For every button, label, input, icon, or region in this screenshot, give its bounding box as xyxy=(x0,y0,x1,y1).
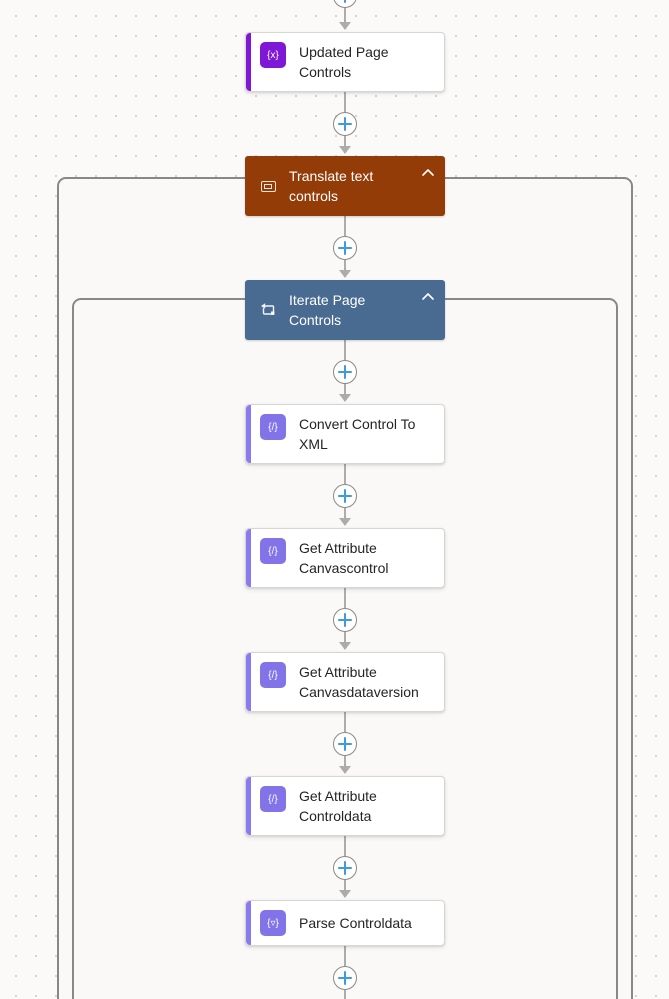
action-title: Parse Controldata xyxy=(299,915,412,931)
connector-line xyxy=(344,340,346,360)
connector-line xyxy=(344,464,346,484)
connector-line xyxy=(344,588,346,608)
insert-action-button[interactable] xyxy=(333,966,357,990)
connector-line xyxy=(344,880,346,890)
parse-icon: {▿} xyxy=(260,910,286,936)
connector-line xyxy=(344,632,346,642)
connector-line xyxy=(344,260,346,270)
connector-arrowhead xyxy=(339,642,351,650)
scope-card-translate-text-controls[interactable]: Translate text controls xyxy=(245,156,445,216)
connector-line xyxy=(344,756,346,766)
card-accent-bar xyxy=(246,653,251,711)
action-title: Updated Page Controls xyxy=(299,44,389,80)
card-accent-bar xyxy=(246,901,251,945)
chevron-up-icon[interactable] xyxy=(419,164,437,180)
code-braces-icon: {/} xyxy=(260,414,286,440)
scope-icon xyxy=(259,177,277,195)
connector-line xyxy=(344,8,346,22)
connector-line xyxy=(344,946,346,966)
action-card-get-attribute-canvasdataversion[interactable]: {/} Get Attribute Canvasdataversion xyxy=(245,652,445,712)
connector-line xyxy=(344,990,346,999)
card-accent-bar xyxy=(246,33,251,91)
action-card-updated-page-controls[interactable]: {x} Updated Page Controls xyxy=(245,32,445,92)
action-card-get-attribute-controldata[interactable]: {/} Get Attribute Controldata xyxy=(245,776,445,836)
insert-action-button[interactable] xyxy=(333,236,357,260)
connector-arrowhead xyxy=(339,394,351,402)
variable-icon: {x} xyxy=(260,42,286,68)
insert-action-button[interactable] xyxy=(333,608,357,632)
flow-sequence: {x} Updated Page Controls Translate text… xyxy=(245,0,445,999)
connector-arrowhead xyxy=(339,766,351,774)
action-card-convert-control-to-xml[interactable]: {/} Convert Control To XML xyxy=(245,404,445,464)
action-title: Get Attribute Canvasdataversion xyxy=(299,664,419,700)
code-braces-icon: {/} xyxy=(260,662,286,688)
loop-card-iterate-page-controls[interactable]: Iterate Page Controls xyxy=(245,280,445,340)
chevron-up-icon[interactable] xyxy=(419,288,437,304)
connector-line xyxy=(344,92,346,112)
connector-arrowhead xyxy=(339,270,351,278)
connector-line xyxy=(344,508,346,518)
loop-title: Iterate Page Controls xyxy=(289,292,366,328)
action-title: Convert Control To XML xyxy=(299,416,416,452)
code-braces-icon: {/} xyxy=(260,786,286,812)
connector-arrowhead xyxy=(339,518,351,526)
action-title: Get Attribute Controldata xyxy=(299,788,377,824)
action-title: Get Attribute Canvascontrol xyxy=(299,540,389,576)
action-card-parse-controldata[interactable]: {▿} Parse Controldata xyxy=(245,900,445,946)
loop-icon xyxy=(259,301,277,319)
insert-action-button[interactable] xyxy=(333,0,357,8)
scope-title: Translate text controls xyxy=(289,168,374,204)
connector-line xyxy=(344,712,346,732)
connector-line xyxy=(344,136,346,146)
insert-action-button[interactable] xyxy=(333,360,357,384)
insert-action-button[interactable] xyxy=(333,112,357,136)
card-accent-bar xyxy=(246,405,251,463)
insert-action-button[interactable] xyxy=(333,484,357,508)
connector-arrowhead xyxy=(339,22,351,30)
card-accent-bar xyxy=(246,777,251,835)
card-accent-bar xyxy=(246,529,251,587)
insert-action-button[interactable] xyxy=(333,856,357,880)
code-braces-icon: {/} xyxy=(260,538,286,564)
connector-line xyxy=(344,836,346,856)
insert-action-button[interactable] xyxy=(333,732,357,756)
connector-line xyxy=(344,384,346,394)
connector-arrowhead xyxy=(339,146,351,154)
action-card-get-attribute-canvascontrol[interactable]: {/} Get Attribute Canvascontrol xyxy=(245,528,445,588)
connector-arrowhead xyxy=(339,890,351,898)
connector-line xyxy=(344,216,346,236)
